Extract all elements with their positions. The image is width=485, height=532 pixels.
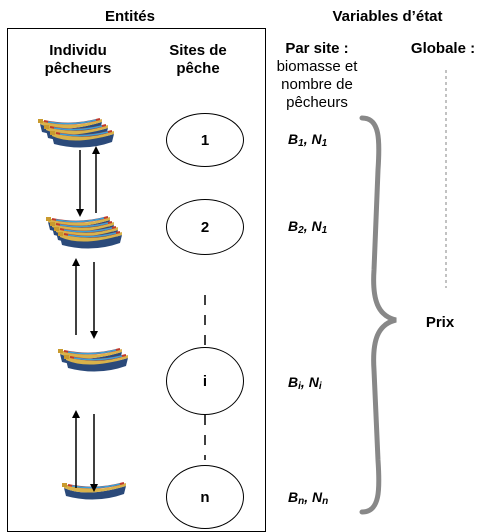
boat-group-icon bbox=[57, 348, 129, 373]
entites-header: Entités bbox=[104, 8, 155, 25]
site-circle-1: 1 bbox=[166, 113, 244, 167]
individu-header: Individu pêcheurs bbox=[28, 42, 128, 78]
site-circle-n: n bbox=[166, 465, 244, 529]
sites-line1: Sites de bbox=[169, 42, 227, 59]
global-variable-prix: Prix bbox=[425, 314, 455, 331]
par-site-line3: pêcheurs bbox=[286, 94, 348, 111]
individu-line1: Individu bbox=[49, 42, 107, 59]
boat-group-icon bbox=[45, 216, 123, 250]
curly-brace bbox=[359, 115, 397, 515]
par-site-header: Par site : biomasse et nombre de pêcheur… bbox=[262, 40, 372, 112]
site-circle-2: 2 bbox=[166, 199, 244, 255]
sites-line2: pêche bbox=[176, 60, 220, 77]
site-variables-i: Bi, Ni bbox=[288, 374, 322, 392]
site-variables-1: B1, N1 bbox=[288, 131, 328, 149]
variables-header: Variables d’état bbox=[332, 8, 443, 25]
site-circle-i: i bbox=[166, 347, 244, 415]
transition-arrows bbox=[72, 146, 100, 492]
par-site-line1: biomasse et bbox=[276, 58, 358, 75]
par-site-line2: nombre de bbox=[281, 76, 353, 93]
individu-line2: pêcheurs bbox=[44, 60, 112, 77]
site-variables-n: Bn, Nn bbox=[288, 489, 329, 507]
boat-group-icon bbox=[37, 118, 115, 149]
par-site-title: Par site : bbox=[285, 40, 349, 57]
globale-header: Globale : bbox=[410, 40, 476, 57]
site-variables-2: B2, N1 bbox=[288, 218, 328, 236]
sites-header: Sites de pêche bbox=[148, 42, 248, 78]
